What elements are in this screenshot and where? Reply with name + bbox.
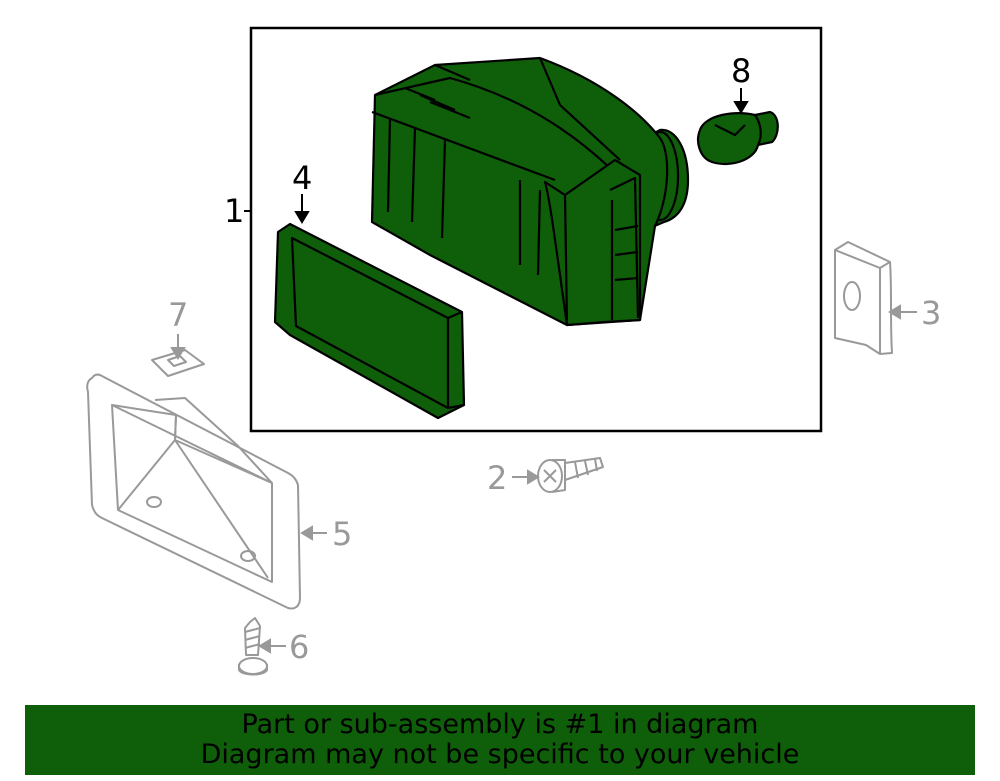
callout-8: 8 (731, 52, 751, 90)
callout-5: 5 (332, 515, 352, 553)
leader-lines (170, 88, 917, 654)
callout-3: 3 (921, 294, 941, 332)
bracket[interactable] (834, 241, 893, 355)
callout-6: 6 (289, 628, 309, 666)
callout-2: 2 (487, 459, 507, 497)
info-banner: Part or sub-assembly is #1 in diagram Di… (25, 705, 975, 775)
banner-line-1: Part or sub-assembly is #1 in diagram (241, 709, 759, 740)
callout-1: 1 (224, 192, 244, 230)
callout-4: 4 (292, 159, 312, 197)
callout-7: 7 (168, 296, 188, 334)
clip[interactable] (151, 349, 205, 377)
bezel[interactable] (86, 373, 301, 610)
headlamp-lens[interactable] (273, 222, 466, 420)
bolt[interactable] (537, 457, 604, 493)
headlamp-bulb[interactable] (696, 110, 779, 166)
screw[interactable] (238, 617, 268, 676)
headlamp-housing[interactable] (370, 56, 690, 327)
banner-line-2: Diagram may not be specific to your vehi… (200, 739, 800, 770)
